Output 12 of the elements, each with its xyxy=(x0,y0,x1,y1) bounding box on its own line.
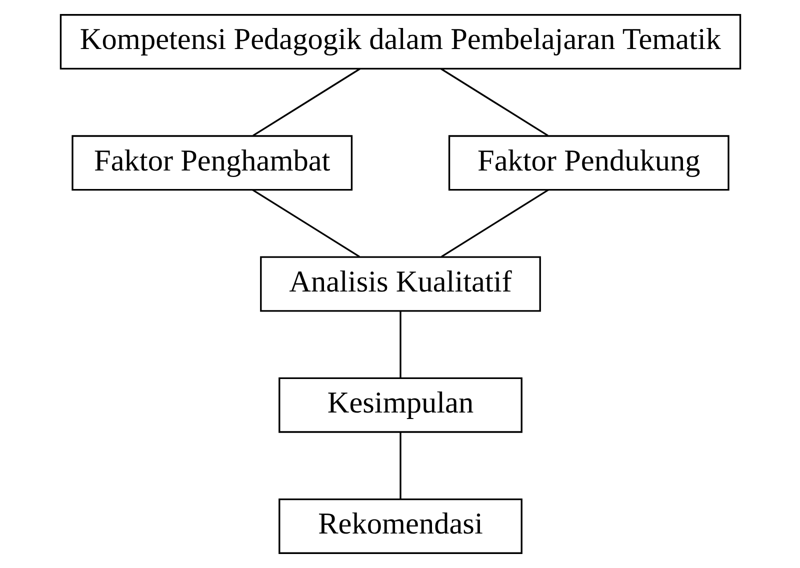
node-box: Faktor Pendukung xyxy=(448,135,729,191)
connector xyxy=(440,189,548,258)
connector xyxy=(440,68,548,136)
node-box: Analisis Kualitatif xyxy=(260,256,540,312)
connector xyxy=(252,189,360,258)
node-box: Kesimpulan xyxy=(278,377,522,433)
node-box: Faktor Penghambat xyxy=(71,135,352,191)
connector xyxy=(252,68,360,136)
node-box: Kompetensi Pedagogik dalam Pembelajaran Tematik xyxy=(59,14,741,70)
node-box: Rekomendasi xyxy=(278,498,522,554)
connector xyxy=(399,311,401,378)
connector xyxy=(399,432,401,500)
